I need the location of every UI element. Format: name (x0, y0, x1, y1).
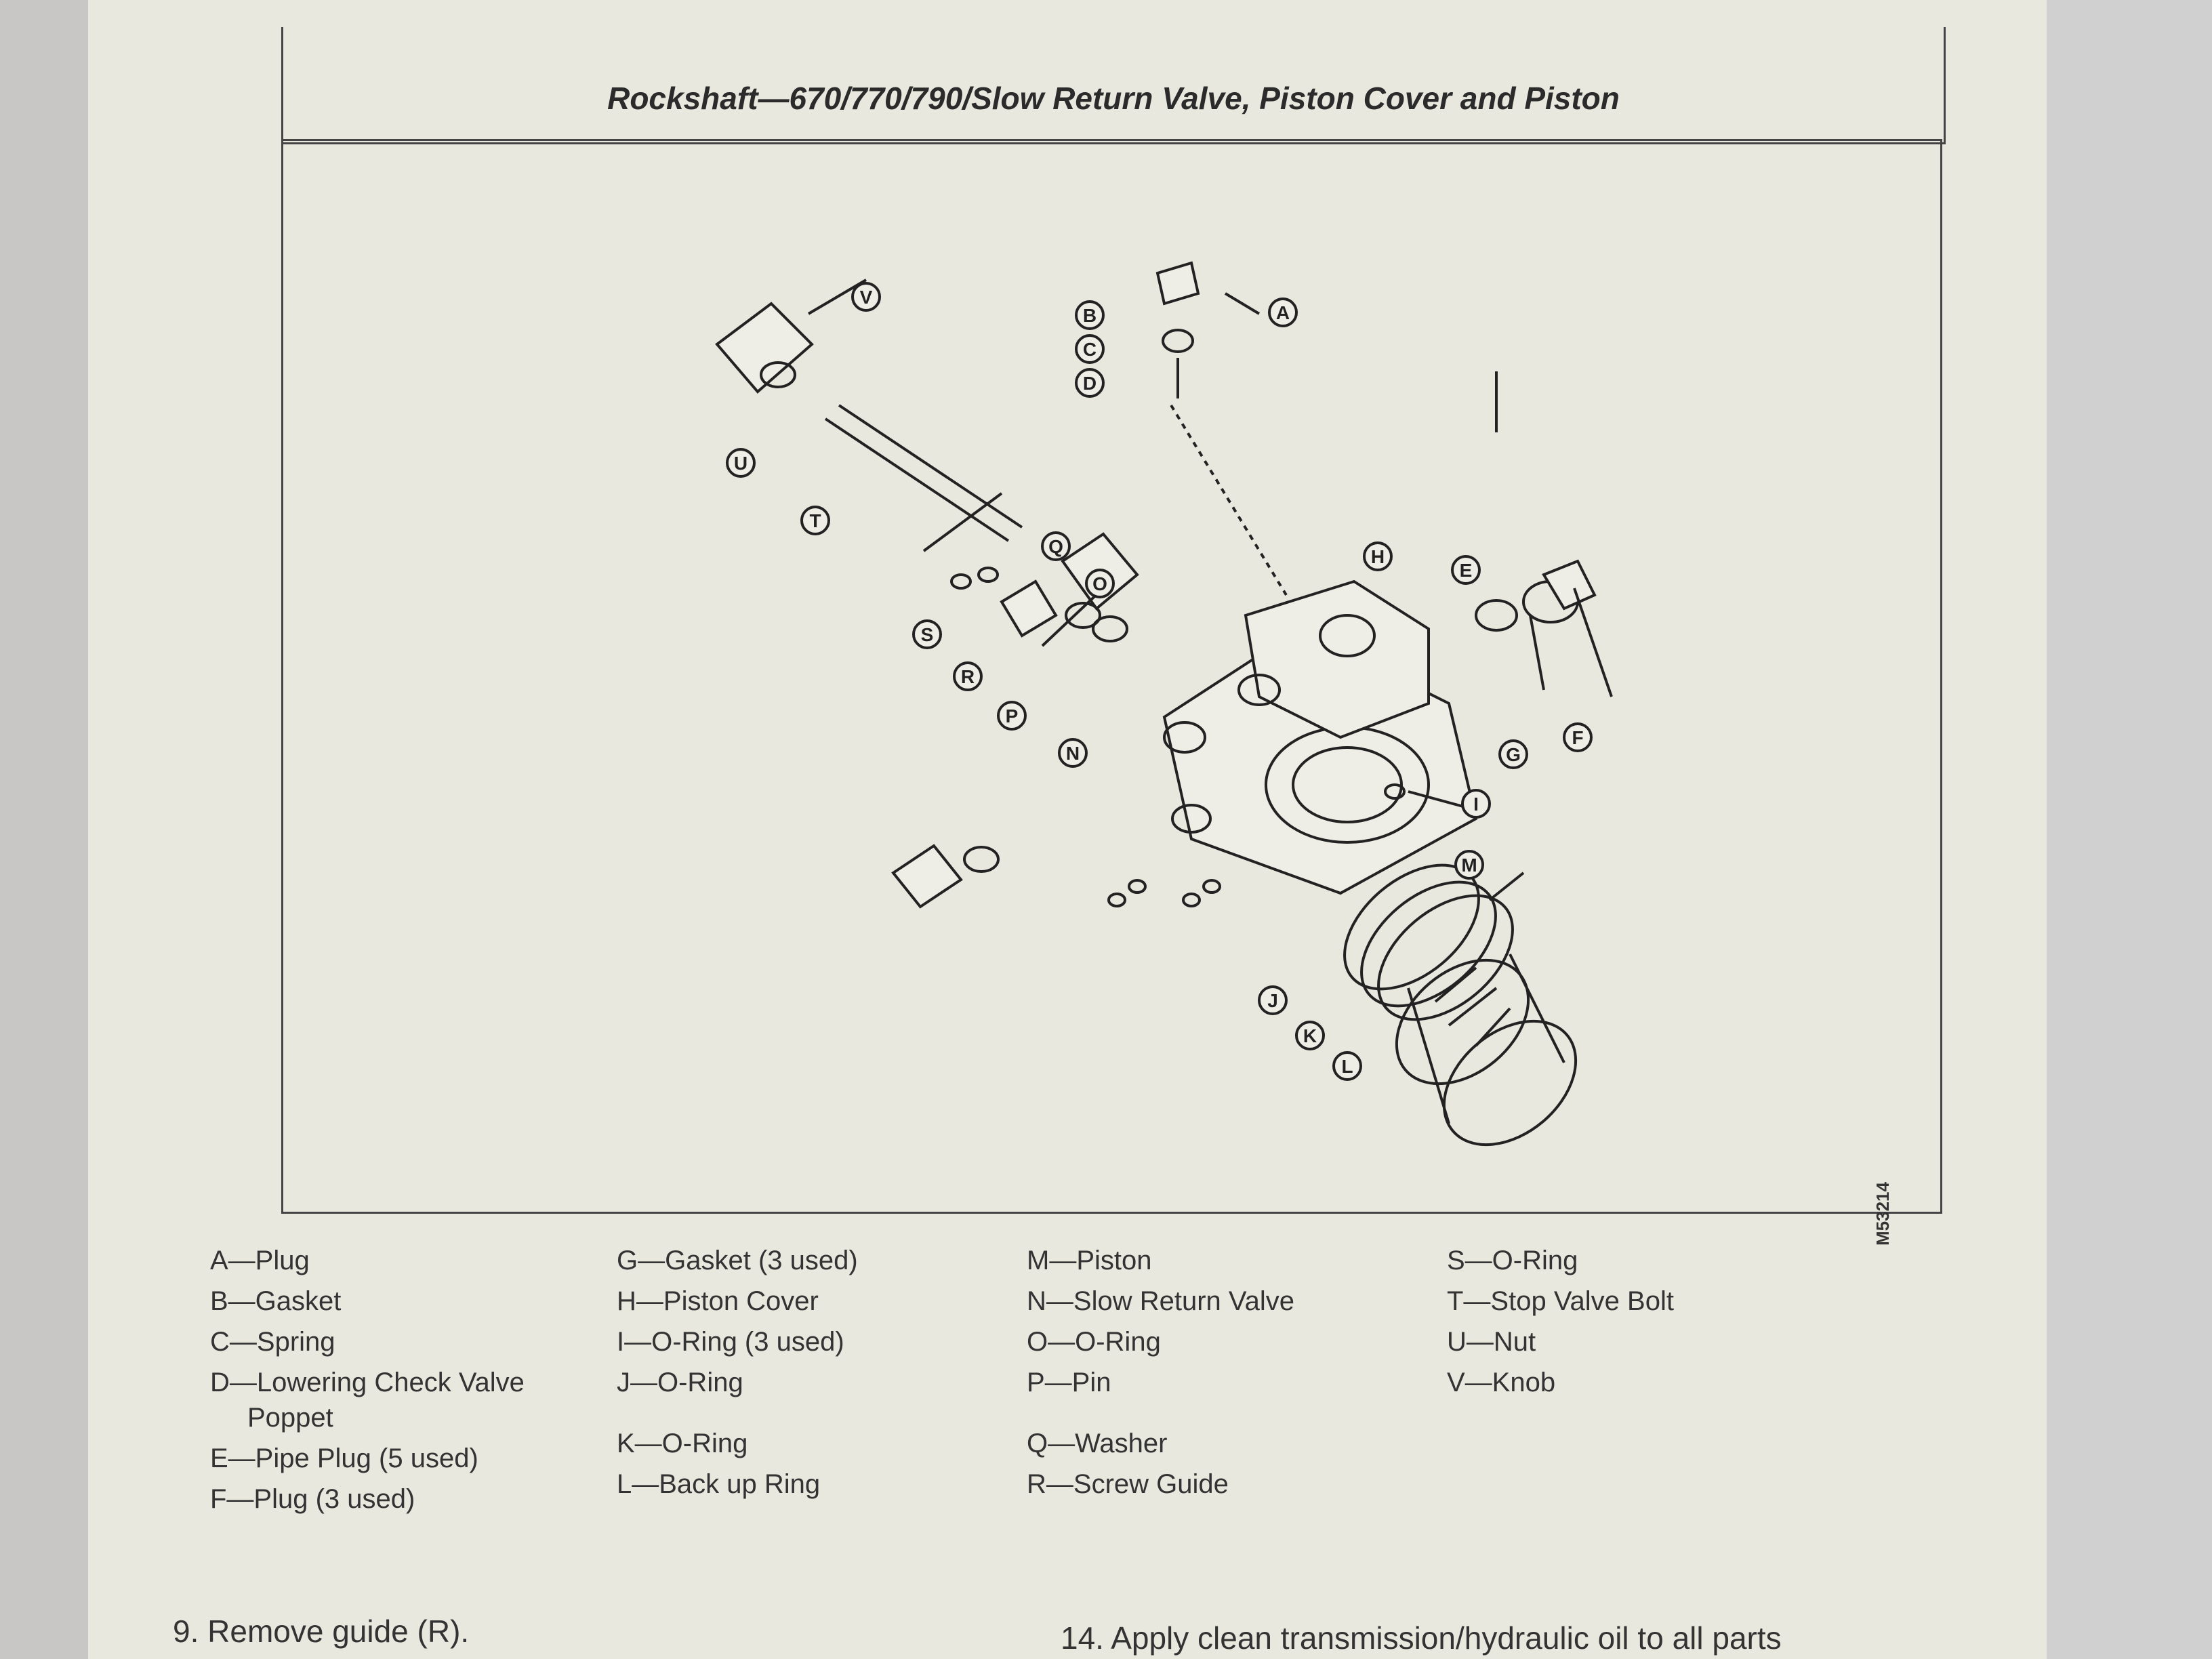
legend-item-u: U—Nut (1447, 1327, 1536, 1357)
legend-item-n: N—Slow Return Valve (1027, 1286, 1294, 1316)
callout-o: O (1085, 569, 1115, 598)
svg-text:L: L (1341, 1056, 1353, 1077)
callout-d: D (1075, 368, 1105, 398)
callout-r: R (953, 661, 983, 691)
callout-f: F (1563, 722, 1593, 752)
legend-item-s: S—O-Ring (1447, 1246, 1578, 1275)
callout-j: J (1258, 985, 1288, 1015)
svg-text:H: H (1371, 546, 1385, 567)
legend-spacer (617, 1403, 858, 1423)
svg-text:S: S (921, 624, 934, 645)
legend-item-d-continued: Poppet (247, 1403, 333, 1433)
legend-item-p: P—Pin (1027, 1368, 1111, 1397)
svg-text:O: O (1092, 573, 1107, 594)
legend-item-q: Q—Washer (1027, 1429, 1168, 1458)
svg-text:D: D (1083, 373, 1097, 394)
svg-text:Q: Q (1048, 536, 1063, 557)
svg-text:F: F (1572, 727, 1583, 748)
monitor-bezel-right (2043, 0, 2212, 1659)
legend-spacer (1027, 1403, 1294, 1423)
svg-text:R: R (961, 666, 975, 687)
legend-item-c: C—Spring (210, 1327, 335, 1357)
legend-column-4: S—O-Ring T—Stop Valve Bolt U—Nut V—Knob (1447, 1240, 1674, 1403)
figure-id: M53214 (1872, 1182, 1893, 1246)
callout-u: U (726, 448, 756, 478)
legend-item-i: I—O-Ring (3 used) (617, 1327, 844, 1357)
legend-column-2: G—Gasket (3 used) H—Piston Cover I—O-Rin… (617, 1240, 858, 1504)
legend-item-k: K—O-Ring (617, 1429, 748, 1458)
callout-n: N (1058, 738, 1088, 768)
legend-item-h: H—Piston Cover (617, 1286, 819, 1316)
svg-text:V: V (860, 287, 873, 308)
callout-q: Q (1041, 531, 1071, 561)
callout-l: L (1332, 1051, 1362, 1081)
manual-page: Rockshaft—670/770/790/Slow Return Valve,… (88, 0, 2047, 1659)
callout-h: H (1363, 541, 1393, 571)
legend-column-3: M—Piston N—Slow Return Valve O—O-Ring P—… (1027, 1240, 1294, 1504)
legend-item-r: R—Screw Guide (1027, 1469, 1229, 1499)
svg-text:E: E (1460, 560, 1473, 581)
instruction-step-9: 9. Remove guide (R). (173, 1614, 470, 1649)
legend-item-l: L—Back up Ring (617, 1469, 821, 1499)
exploded-diagram-frame: A B C D E F G H I J K L M N O P Q R S T (281, 139, 1942, 1246)
legend-item-m: M—Piston (1027, 1246, 1152, 1275)
svg-text:P: P (1006, 705, 1019, 726)
callout-a: A (1268, 298, 1298, 327)
callout-c: C (1075, 334, 1105, 364)
legend-item-g: G—Gasket (3 used) (617, 1246, 858, 1275)
legend-item-t: T—Stop Valve Bolt (1447, 1286, 1674, 1316)
svg-text:U: U (734, 453, 747, 474)
monitor-bezel-left (0, 0, 88, 1659)
callout-e: E (1451, 555, 1481, 585)
svg-text:M: M (1461, 855, 1477, 876)
svg-text:I: I (1473, 794, 1479, 815)
callout-i: I (1461, 789, 1491, 819)
svg-text:A: A (1276, 302, 1290, 323)
svg-text:T: T (809, 510, 821, 531)
legend-item-b: B—Gasket (210, 1286, 342, 1316)
exploded-view-diagram: A B C D E F G H I J K L M N O P Q R S T (715, 261, 1613, 1147)
legend-item-v: V—Knob (1447, 1368, 1556, 1397)
callout-m: M (1454, 850, 1484, 880)
svg-text:K: K (1303, 1025, 1317, 1046)
svg-text:G: G (1506, 744, 1521, 765)
callout-v: V (851, 282, 881, 312)
callout-g: G (1498, 739, 1528, 769)
callout-s: S (912, 619, 942, 649)
svg-text:J: J (1267, 990, 1278, 1011)
callout-t: T (800, 506, 830, 535)
page-title: Rockshaft—670/770/790/Slow Return Valve,… (607, 81, 1620, 116)
header-box: Rockshaft—670/770/790/Slow Return Valve,… (281, 27, 1946, 144)
svg-text:B: B (1083, 305, 1097, 326)
legend-item-d: D—Lowering Check Valve (210, 1368, 525, 1397)
legend-item-o: O—O-Ring (1027, 1327, 1161, 1357)
legend-column-1: A—Plug B—Gasket C—Spring D—Lowering Chec… (210, 1240, 525, 1519)
callout-k: K (1295, 1021, 1325, 1050)
instruction-step-14: 14. Apply clean transmission/hydraulic o… (1061, 1620, 1782, 1656)
legend-item-a: A—Plug (210, 1246, 310, 1275)
callout-p: P (997, 701, 1027, 731)
callout-b: B (1075, 300, 1105, 330)
legend-item-e: E—Pipe Plug (5 used) (210, 1443, 478, 1473)
svg-text:C: C (1083, 339, 1097, 360)
legend-item-j: J—O-Ring (617, 1368, 743, 1397)
legend-item-f: F—Plug (3 used) (210, 1484, 415, 1514)
svg-text:N: N (1066, 743, 1080, 764)
